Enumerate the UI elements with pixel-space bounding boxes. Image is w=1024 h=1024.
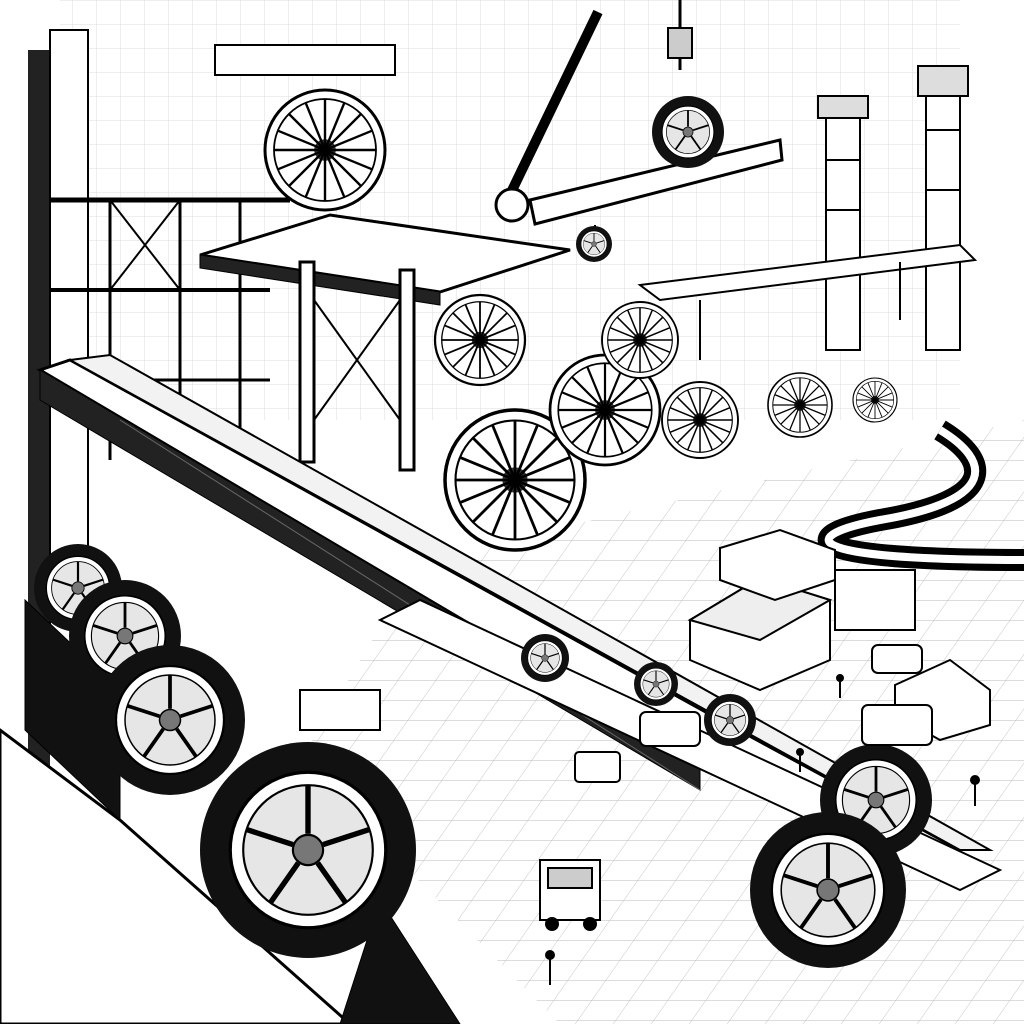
road bbox=[817, 420, 1024, 571]
tire-icon bbox=[651, 95, 725, 169]
lower-platform bbox=[0, 598, 461, 1024]
right-platform bbox=[637, 243, 978, 360]
forklift-icon bbox=[299, 644, 933, 931]
tire-icon bbox=[633, 661, 679, 707]
tire-icon bbox=[703, 693, 757, 747]
tire-icon bbox=[575, 225, 613, 263]
tire-icon bbox=[748, 810, 908, 970]
tire-icon bbox=[93, 643, 247, 797]
tire-icon bbox=[200, 742, 416, 958]
tire-icon bbox=[520, 633, 570, 683]
worker-icon bbox=[545, 674, 980, 985]
central-platform bbox=[199, 44, 571, 472]
smokestack-icon bbox=[817, 65, 969, 351]
